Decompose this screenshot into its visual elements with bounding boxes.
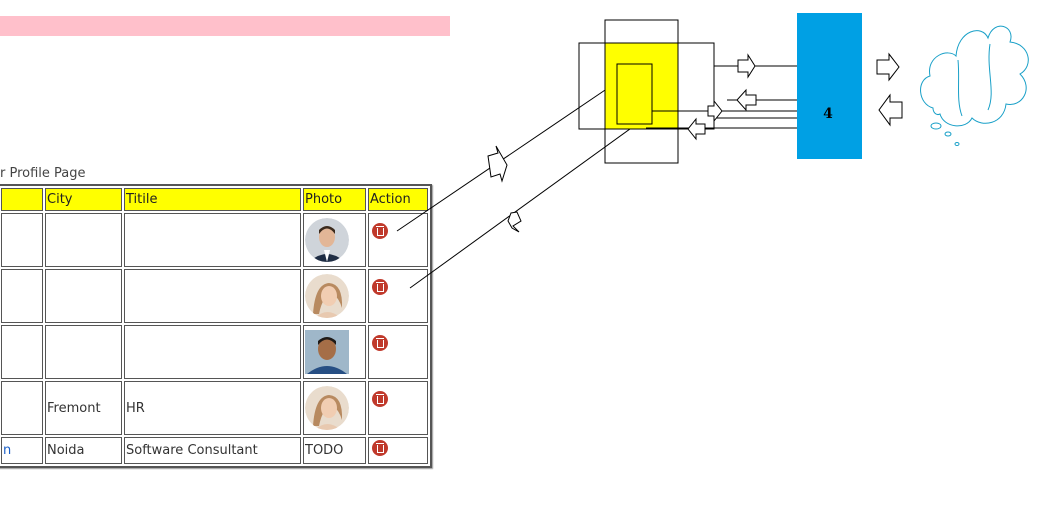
cell-photo [303, 381, 366, 435]
cell-action [368, 325, 428, 379]
column-header-title: Titile [124, 188, 301, 211]
delete-icon[interactable] [372, 439, 388, 456]
cell-name [1, 213, 43, 267]
response-line [409, 120, 642, 289]
cell-photo-text: TODO [303, 437, 366, 464]
cell-title [124, 269, 301, 323]
table-row [1, 325, 428, 379]
column-header-city: City [45, 188, 122, 211]
cell-photo [303, 213, 366, 267]
cell-action [368, 269, 428, 323]
cell-city [45, 269, 122, 323]
column-header-name [1, 188, 43, 211]
avatar-man-casual [305, 330, 349, 374]
profiles-table-container: City Titile Photo Action [0, 184, 432, 468]
cell-name [1, 269, 43, 323]
cell-action [368, 381, 428, 435]
cell-photo [303, 325, 366, 379]
avatar-woman [305, 274, 349, 318]
cell-city: Fremont [45, 381, 122, 435]
column-header-photo: Photo [303, 188, 366, 211]
table-row [1, 213, 428, 267]
left-arrow-icon [687, 117, 706, 141]
cell-name [1, 381, 43, 435]
cell-action [368, 437, 428, 464]
right-arrow-icon [707, 99, 723, 123]
cell-city [45, 325, 122, 379]
yellow-box [604, 42, 679, 130]
delete-icon[interactable] [372, 391, 388, 407]
outer-box [578, 42, 715, 130]
cell-name: n [1, 437, 43, 464]
right-arrow-icon [487, 145, 508, 183]
column-header-action: Action [368, 188, 428, 211]
avatar-woman [305, 386, 349, 430]
cell-title: Software Consultant [124, 437, 301, 464]
right-arrow-icon [876, 52, 900, 82]
delete-icon[interactable] [372, 279, 388, 295]
table-header-row: City Titile Photo Action [1, 188, 428, 211]
left-arrow-icon [507, 211, 522, 233]
avatar-man-suit [305, 218, 349, 262]
box-label: 4 [823, 106, 833, 122]
left-arrow-icon [736, 88, 757, 112]
cell-title: HR [124, 381, 301, 435]
page-title: r Profile Page [0, 166, 86, 181]
right-arrow-icon [737, 53, 756, 79]
delete-icon[interactable] [372, 335, 388, 351]
cell-city: Noida [45, 437, 122, 464]
cell-photo [303, 269, 366, 323]
table-row [1, 269, 428, 323]
table-row: Fremont HR [1, 381, 428, 435]
cloud-icon [920, 25, 1029, 146]
blue-box [797, 13, 862, 159]
pink-banner [0, 16, 450, 36]
cell-action [368, 213, 428, 267]
cell-city [45, 213, 122, 267]
profiles-table: City Titile Photo Action [0, 186, 430, 466]
inner-box [616, 63, 653, 125]
left-arrow-icon [878, 93, 903, 127]
cell-name [1, 325, 43, 379]
delete-icon[interactable] [372, 223, 388, 239]
table-row: n Noida Software Consultant TODO [1, 437, 428, 464]
tall-box [604, 19, 679, 164]
cell-title [124, 213, 301, 267]
cell-title [124, 325, 301, 379]
